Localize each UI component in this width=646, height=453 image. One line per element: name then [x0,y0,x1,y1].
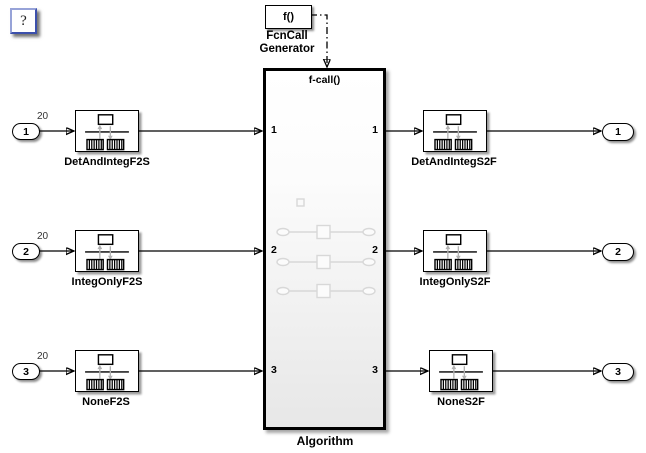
subsystem-icon [433,234,477,271]
trigger-port-label: f-call() [308,74,341,86]
fcncall-generator-label: FcnCall Generator [227,30,347,56]
inport-3[interactable]: 3 [12,363,40,380]
help-button[interactable]: ? [10,8,37,34]
fcncall-generator-text: f() [283,11,294,23]
algorithm-block[interactable]: f-call() 1 2 3 1 2 3 [263,68,386,430]
algorithm-content-preview [276,198,376,299]
subsystem-label-integonlyf2s: IntegOnlyF2S [71,276,143,288]
algorithm-inport-label-2: 2 [271,244,277,256]
outport-2[interactable]: 2 [602,243,634,261]
subsystem-block-detandintegf2s[interactable] [75,110,139,152]
subsystem-block-integonlys2f[interactable] [423,230,487,272]
signal-width-label-3: 20 [37,351,49,362]
subsystem-icon [85,114,129,151]
fcncall-generator-block[interactable]: f() [265,5,312,29]
wire-function-call-trigger[interactable] [310,14,327,67]
subsystem-label-nonef2s: NoneF2S [82,396,130,408]
fcncall-label-line1: FcnCall [266,30,308,42]
algorithm-outport-label-3: 3 [372,364,378,376]
outport-3[interactable]: 3 [602,363,634,381]
algorithm-outport-label-1: 1 [372,124,378,136]
subsystem-label-detandintegf2s: DetAndIntegF2S [64,156,150,168]
subsystem-label-integonlys2f: IntegOnlyS2F [419,276,491,288]
algorithm-outport-label-2: 2 [372,244,378,256]
subsystem-block-integonlyf2s[interactable] [75,230,139,272]
subsystem-icon [85,354,129,391]
algorithm-inport-label-1: 1 [271,124,277,136]
signal-width-label-1: 20 [37,111,49,122]
subsystem-block-nonef2s[interactable] [75,350,139,392]
signal-width-label-2: 20 [37,231,49,242]
algorithm-label: Algorithm [296,434,354,448]
fcncall-label-line2: Generator [259,43,315,55]
outport-1[interactable]: 1 [602,123,634,141]
subsystem-block-nones2f[interactable] [429,350,493,392]
algorithm-inport-label-3: 3 [271,364,277,376]
subsystem-label-nones2f: NoneS2F [437,396,485,408]
subsystem-label-detandintegs2f: DetAndIntegS2F [411,156,497,168]
subsystem-icon [85,234,129,271]
inport-2[interactable]: 2 [12,243,40,260]
subsystem-block-detandintegs2f[interactable] [423,110,487,152]
subsystem-icon [433,114,477,151]
inport-1[interactable]: 1 [12,123,40,140]
subsystem-icon [439,354,483,391]
